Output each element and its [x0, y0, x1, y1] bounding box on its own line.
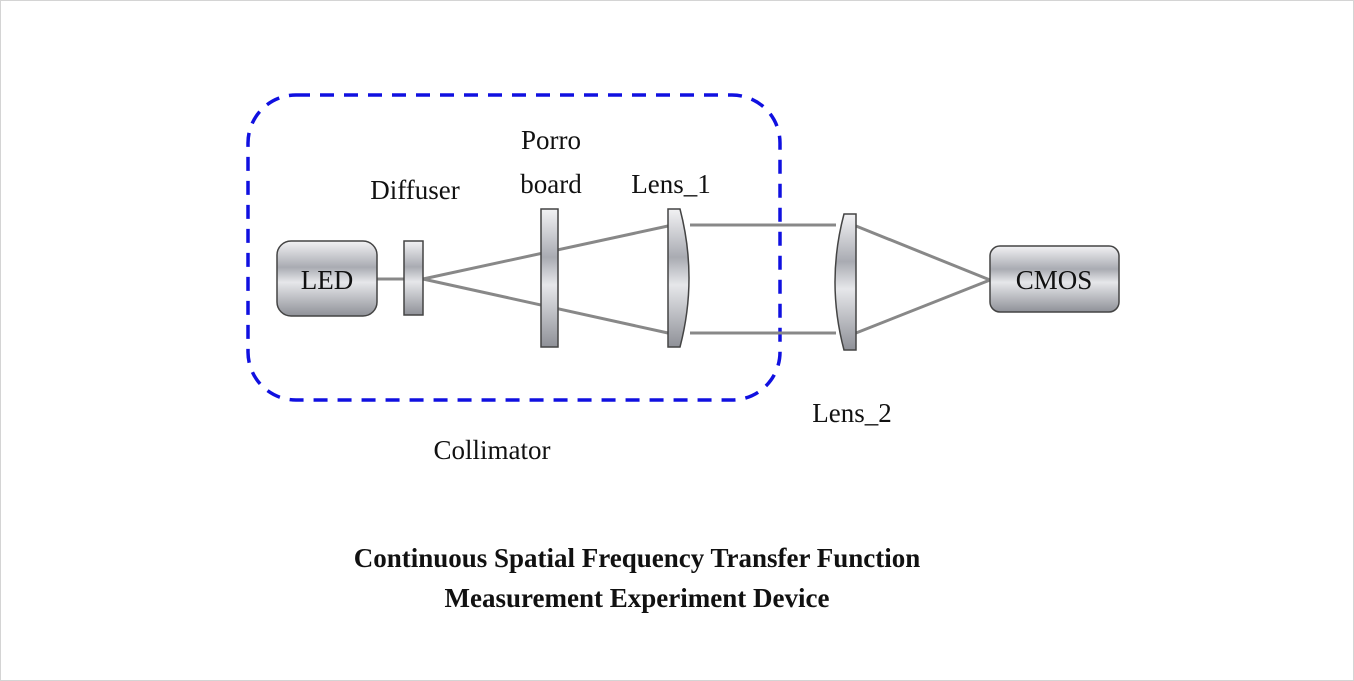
porro-board	[540, 208, 559, 348]
led-source: LED	[276, 240, 378, 317]
diffuser-label: Diffuser	[370, 175, 459, 205]
caption-line-2: Measurement Experiment Device	[444, 583, 830, 613]
cmos-sensor: CMOS	[989, 245, 1120, 313]
lens2-label: Lens_2	[812, 398, 891, 428]
led-label: LED	[301, 265, 353, 295]
lens-2	[834, 213, 857, 351]
collimator-label: Collimator	[434, 435, 551, 465]
caption-line-1: Continuous Spatial Frequency Transfer Fu…	[353, 543, 921, 573]
porro-label-line2: board	[520, 169, 582, 199]
collimator-boundary	[246, 93, 782, 402]
cmos-label: CMOS	[1016, 265, 1093, 295]
diffuser	[403, 240, 424, 316]
lens1-label: Lens_1	[631, 169, 710, 199]
porro-label-line1: Porro	[521, 125, 581, 155]
lens-1	[667, 208, 690, 348]
